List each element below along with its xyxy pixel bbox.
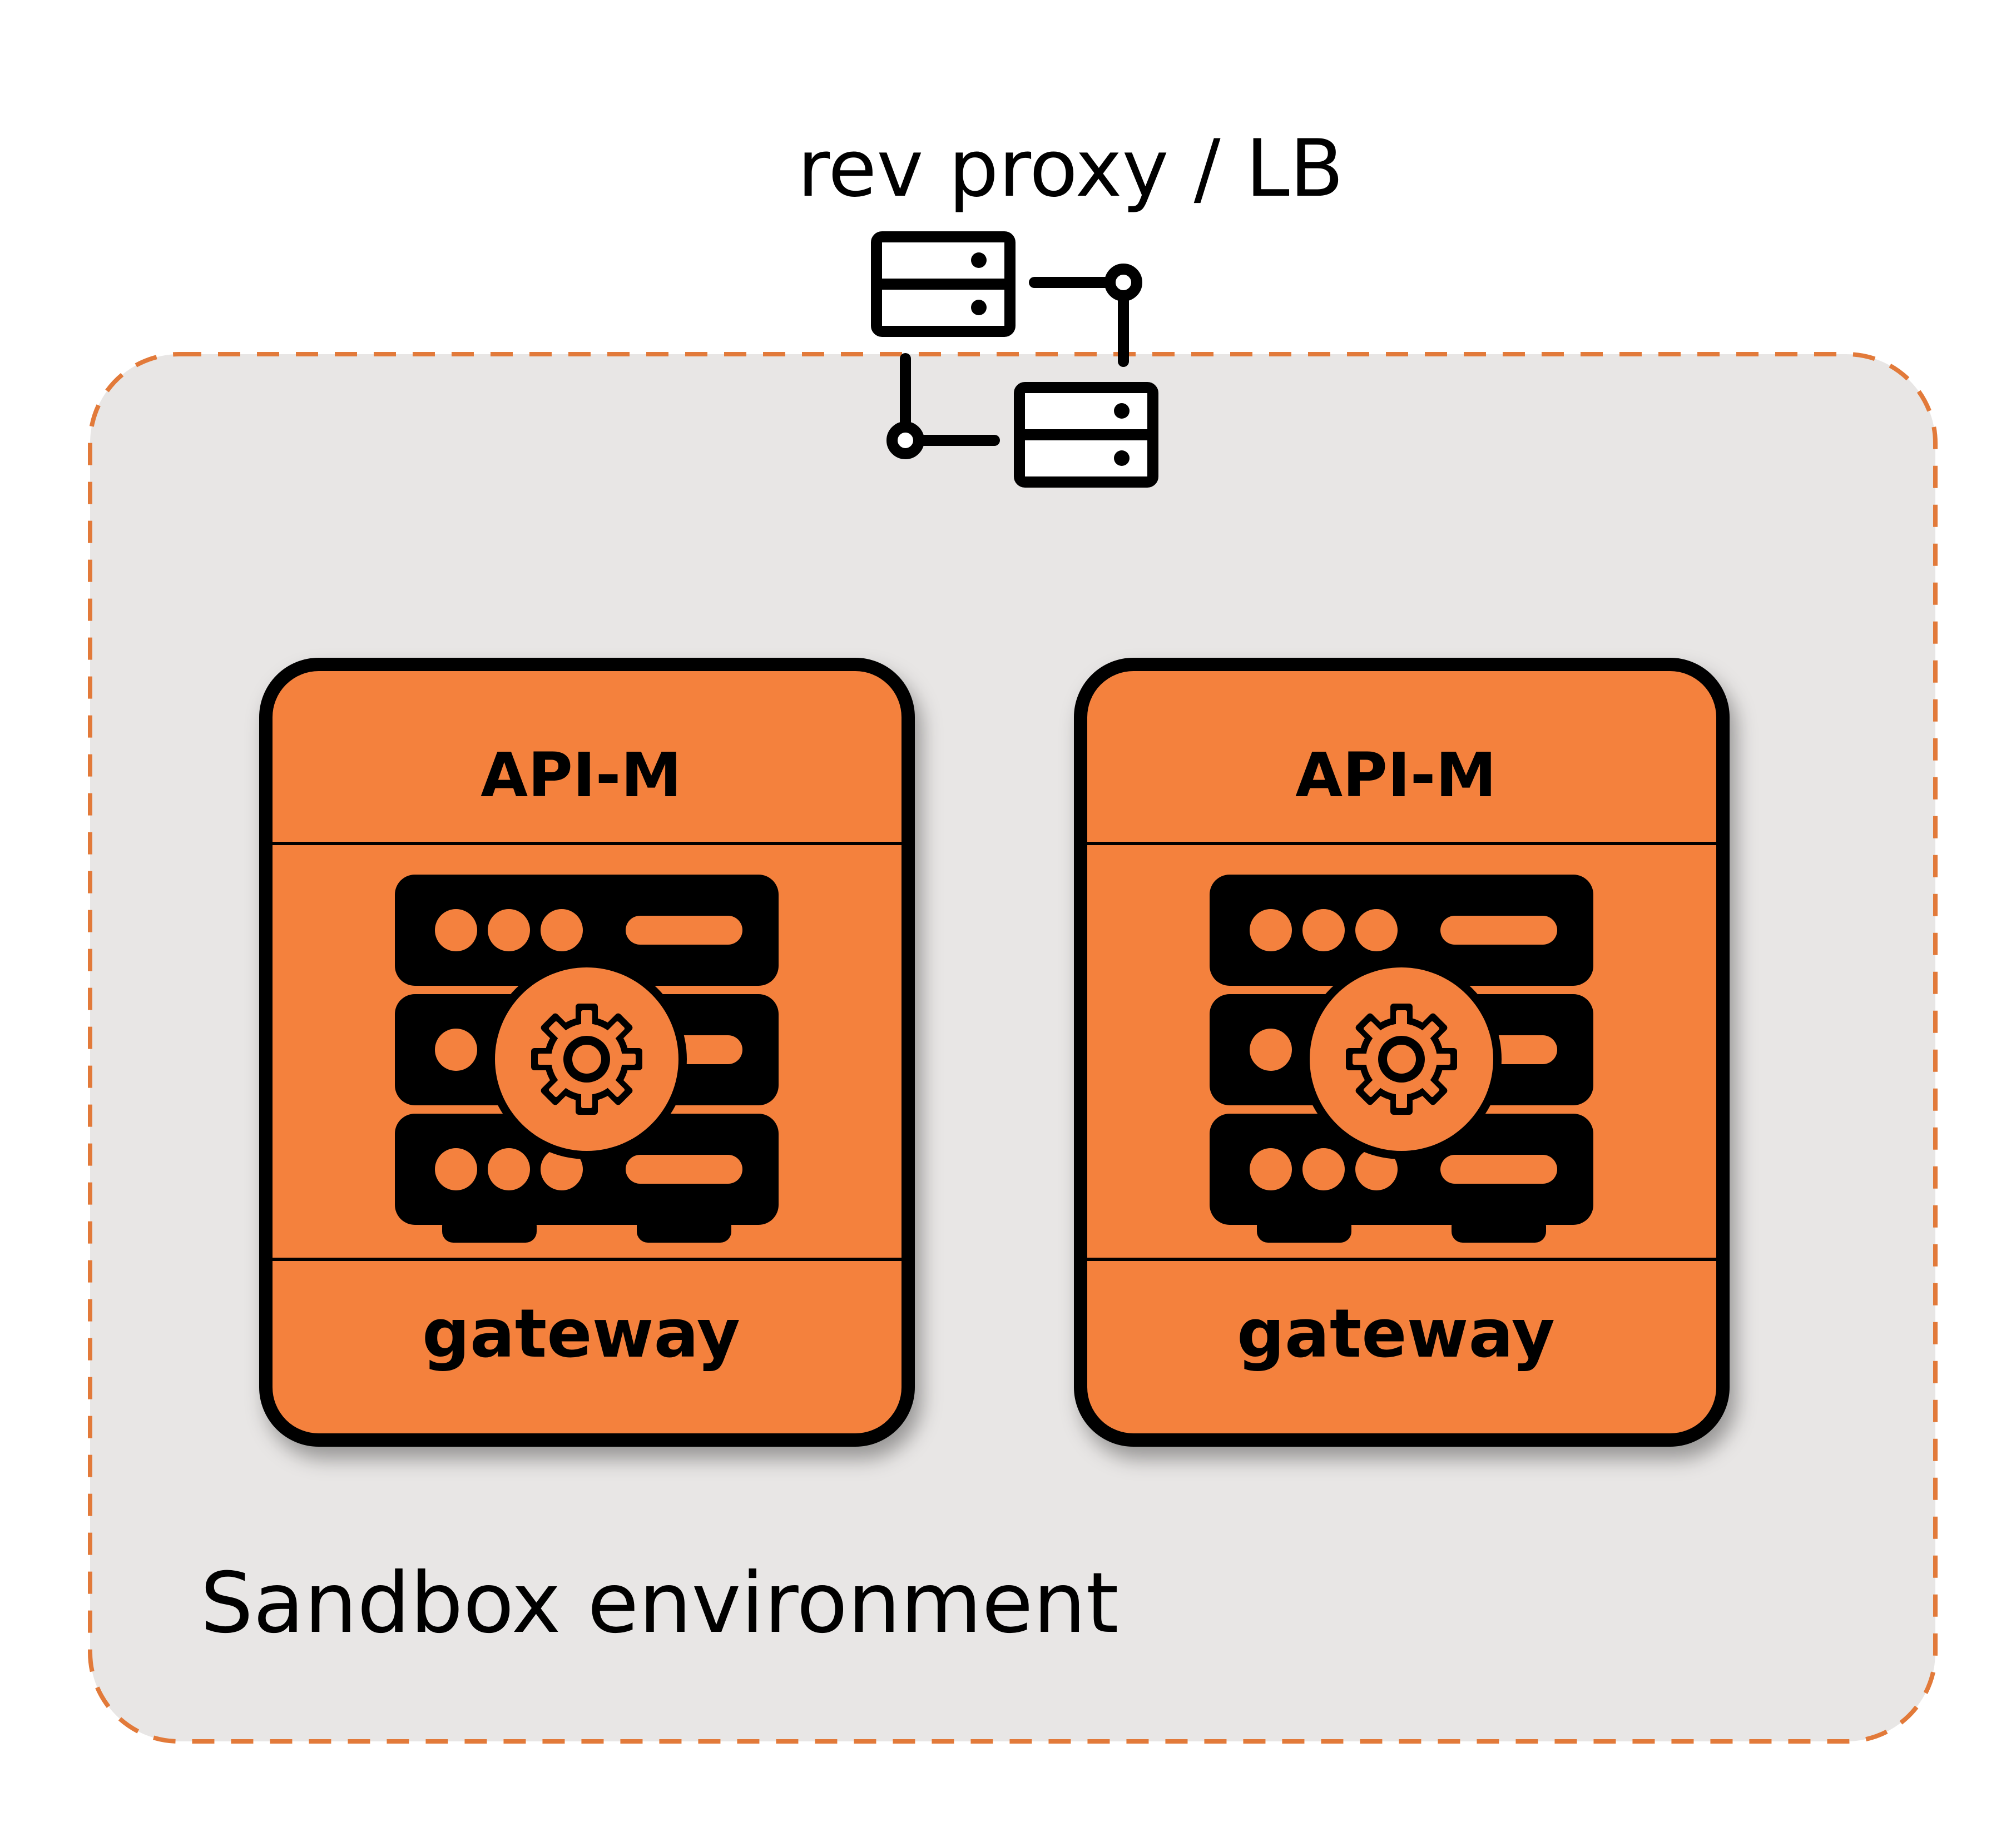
server-network-icon: [871, 231, 1158, 488]
node-1-footer: gateway: [422, 1295, 740, 1373]
node-1-header: API-M: [481, 739, 682, 811]
node-2-header: API-M: [1295, 739, 1497, 811]
node-2-footer: gateway: [1237, 1295, 1555, 1373]
proxy-label: rev proxy / LB: [798, 123, 1344, 215]
reverse-proxy: rev proxy / LB: [798, 123, 1344, 488]
server-gear-icon: [1210, 875, 1593, 1243]
sandbox-label: Sandbox environment: [200, 1555, 1119, 1652]
server-gear-icon: [395, 875, 779, 1243]
